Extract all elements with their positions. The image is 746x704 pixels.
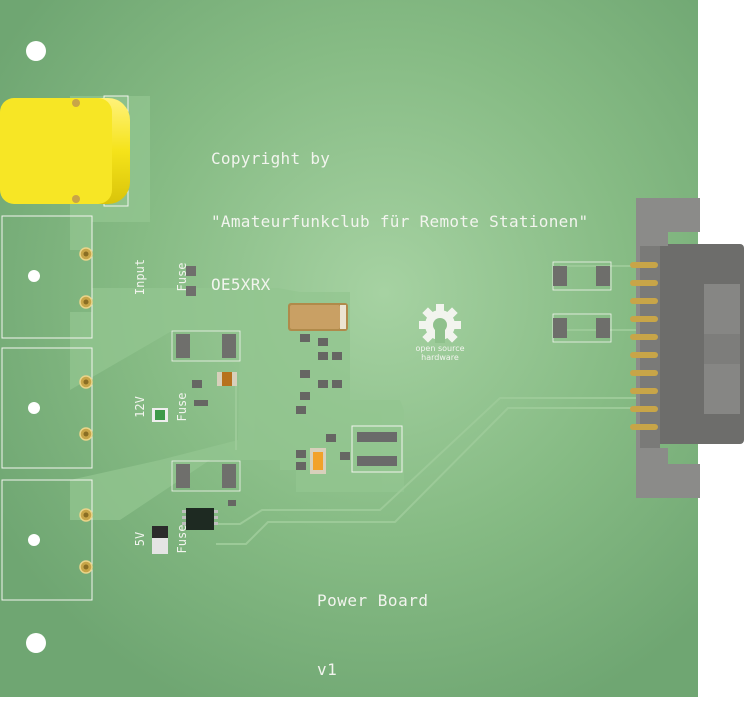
copyright-line: OE5XRX [211,275,271,294]
mounting-hole [26,41,46,61]
input-fuse-label: Input Fuse [133,258,189,296]
copper-pour [70,96,404,520]
connector-pins [630,262,658,430]
terminal-screws [28,270,40,546]
5v-fuse-label: 5V Fuse [133,524,189,554]
board-version: v1 [317,660,338,679]
copyright-text: Copyright by "Amateurfunkclub für Remote… [211,106,588,316]
fuse-holder [0,95,130,207]
smd-components [152,266,403,554]
osh-logo-text: open source hardware [415,344,465,362]
terminal-pads [79,247,93,574]
board-name: Power Board [317,591,429,610]
osh-gear-icon [419,304,461,343]
copyright-line: "Amateurfunkclub für Remote Stationen" [211,212,589,231]
mounting-hole [26,633,46,653]
ribbon-connector [636,198,744,498]
board-title: Power Board v1 [317,543,428,704]
copyright-line: Copyright by [211,149,331,168]
connector-capacitors [552,261,612,343]
terminal-blocks [1,215,93,601]
12v-fuse-label: 12V Fuse [133,392,189,422]
